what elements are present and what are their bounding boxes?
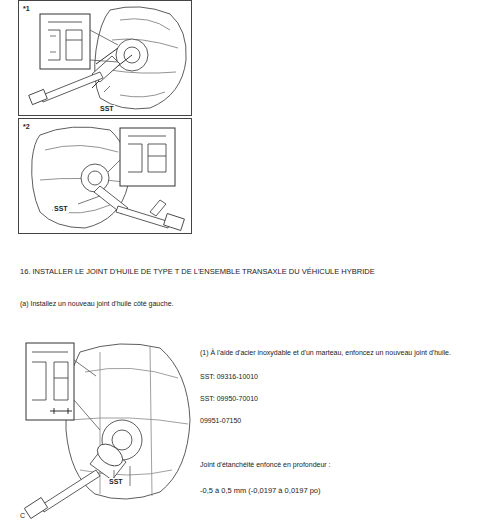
tool-label: SST [53,205,69,213]
tool-number: 09951-07150 [200,417,241,425]
tool-label: SST [99,105,115,113]
tool-label: SST [108,478,124,486]
figure-three [24,343,190,518]
figure-frame: *2SST [18,118,192,234]
tool-number: SST: 09316-10010 [200,373,258,381]
spec-label: Joint d'étanchéité enfoncé en profondeur… [200,461,331,469]
figure-two [32,127,185,231]
instruction: (1) À l'aide d'acier inoxydable et d'un … [200,349,451,357]
callout-number: *2 [23,123,30,131]
spec-value: -0,5 à 0,5 mm (-0,0197 à 0,0197 po) [200,487,321,496]
figure-frame: *1SST [18,0,192,116]
instruction: (a) Installez un nouveau joint d'huile c… [20,300,174,308]
figure-code: C [20,512,25,520]
figure-one [29,7,186,109]
tool-number: SST: 09950-70010 [200,395,258,403]
callout-number: *1 [23,5,30,13]
step-heading: 16. INSTALLER LE JOINT D'HUILE DE TYPE T… [20,268,375,277]
